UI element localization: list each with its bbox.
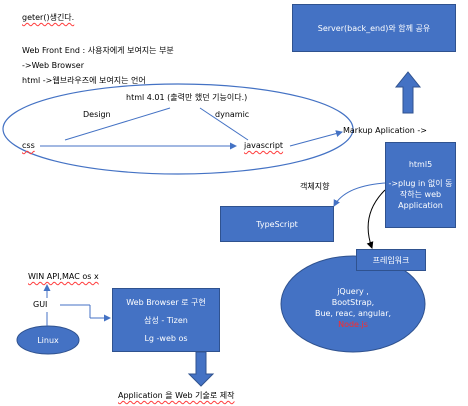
design-label: Design <box>83 110 111 119</box>
framework-box: 프레임워크 <box>356 249 426 271</box>
linux-label: Linux <box>37 335 59 345</box>
note-html: html ->웹브라우즈에 보여지는 언어 <box>22 76 146 85</box>
typescript-box: TypeScript <box>220 206 334 242</box>
note-web-front-end: Web Front End : 사용자에게 보여지는 부분 <box>22 46 174 55</box>
html5-box: html5 ->plug in 없이 동 작하는 web Application <box>385 142 456 228</box>
html401-title: html 4.01 (출력만 했던 기능이다.) <box>126 93 248 102</box>
browser-line-1: Web Browser 로 구현 <box>126 297 206 307</box>
bottom-caption: Application 을 Web 기술로 제작 <box>118 391 235 400</box>
framework-item-3: Bue, reac, angular, <box>314 309 392 318</box>
html5-title: html5 <box>408 160 433 169</box>
html5-line-3: Application <box>398 201 443 210</box>
up-block-arrow <box>394 71 422 114</box>
curve-html5-to-typescript <box>333 182 386 207</box>
gui-label: GUI <box>33 300 48 309</box>
note-web-browser: ->Web Browser <box>22 61 84 70</box>
framework-item-1: jQuery , <box>337 287 369 296</box>
arrow-javascript-to-markup <box>289 130 343 147</box>
browser-box: Web Browser 로 구현 삼성 - Tizen Lg -web os <box>112 288 220 352</box>
browser-line-2: 삼성 - Tizen <box>144 315 188 325</box>
framework-item-2: BootStrap, <box>331 298 375 307</box>
browser-line-3: Lg -web os <box>144 333 188 343</box>
html5-line-2: 작하는 web <box>399 190 442 199</box>
framework-ellipse <box>280 255 426 353</box>
framework-label: 프레임워크 <box>372 255 410 265</box>
html5-line-1: ->plug in 없이 동 <box>388 179 453 188</box>
framework-ellipse-text: jQuery , BootStrap, Bue, reac, angular, … <box>295 280 411 336</box>
linux-ellipse <box>16 325 80 355</box>
javascript-label: javascript <box>244 141 284 150</box>
markup-label: Markup Aplication -> <box>343 126 427 135</box>
linux-ellipse-text: Linux <box>17 326 79 354</box>
framework-item-4: Node.js <box>338 320 368 329</box>
down-block-arrow <box>187 351 215 387</box>
typescript-label: TypeScript <box>256 219 298 229</box>
note-getter: geter()생긴다. <box>22 13 75 22</box>
server-box-label: Server(back_end)와 함께 공유 <box>317 23 431 33</box>
curve-html5-to-framework <box>366 189 386 249</box>
dynamic-label: dynamic <box>215 110 250 119</box>
object-oriented-label: 객체지향 <box>300 182 330 191</box>
win-mac-label: WIN API,MAC os x <box>28 272 99 281</box>
server-box: Server(back_end)와 함께 공유 <box>292 4 456 52</box>
html401-ellipse <box>2 83 354 175</box>
line-to-dynamic <box>199 107 249 141</box>
line-to-design <box>64 107 171 141</box>
css-label: css <box>22 141 35 150</box>
